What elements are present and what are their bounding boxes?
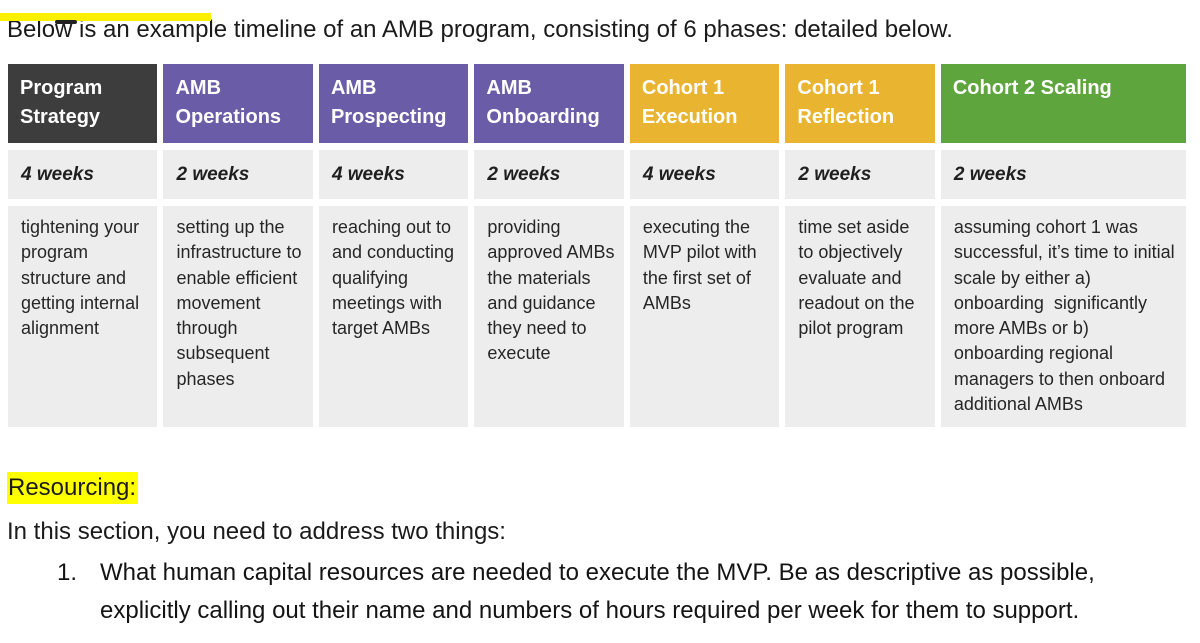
phase-header-cell: Cohort 2 Scaling bbox=[940, 64, 1186, 143]
phase-description-cell: providing approved AMBs the materials an… bbox=[474, 206, 624, 427]
phase-header-cell: Cohort 1 Execution bbox=[629, 64, 780, 143]
phase-duration-cell: 2 weeks bbox=[163, 150, 313, 199]
list-item-text: What human capital resources are needed … bbox=[100, 559, 1095, 624]
phase-duration-cell: 2 weeks bbox=[474, 150, 624, 199]
phase-duration-cell: 2 weeks bbox=[940, 150, 1186, 199]
phase-description-cell: reaching out to and conducting qualifyin… bbox=[318, 206, 469, 427]
resourcing-section: Resourcing: bbox=[7, 471, 1200, 508]
cut-off-highlighted-heading bbox=[0, 13, 211, 24]
phase-header-cell: AMB Prospecting bbox=[318, 64, 469, 143]
phase-description-cell: executing the MVP pilot with the first s… bbox=[629, 206, 780, 427]
phase-description-cell: tightening your program structure and ge… bbox=[8, 206, 158, 427]
list-item-number: 1. bbox=[57, 559, 78, 586]
resourcing-list: 1. What human capital resources are need… bbox=[0, 554, 1200, 630]
resourcing-intro: In this section, you need to address two… bbox=[7, 518, 506, 545]
phase-duration-cell: 4 weeks bbox=[8, 150, 158, 199]
phase-description-cell: assuming cohort 1 was successful, it’s t… bbox=[940, 206, 1186, 427]
phase-duration-cell: 4 weeks bbox=[318, 150, 469, 199]
phase-header-cell: AMB Onboarding bbox=[474, 64, 624, 143]
cut-off-text-descender bbox=[55, 20, 77, 24]
phase-description-cell: setting up the infrastructure to enable … bbox=[163, 206, 313, 427]
phase-description-cell: time set aside to objectively evaluate a… bbox=[785, 206, 935, 427]
phase-header-cell: Cohort 1 Reflection bbox=[785, 64, 935, 143]
document-page: Below is an example timeline of an AMB p… bbox=[0, 13, 1200, 643]
phase-header-cell: AMB Operations bbox=[163, 64, 313, 143]
phase-duration-cell: 4 weeks bbox=[629, 150, 780, 199]
resourcing-heading: Resourcing: bbox=[7, 472, 139, 504]
phase-header-cell: Program Strategy bbox=[8, 64, 158, 143]
list-item: 1. What human capital resources are need… bbox=[0, 554, 1200, 630]
phase-duration-cell: 2 weeks bbox=[785, 150, 935, 199]
